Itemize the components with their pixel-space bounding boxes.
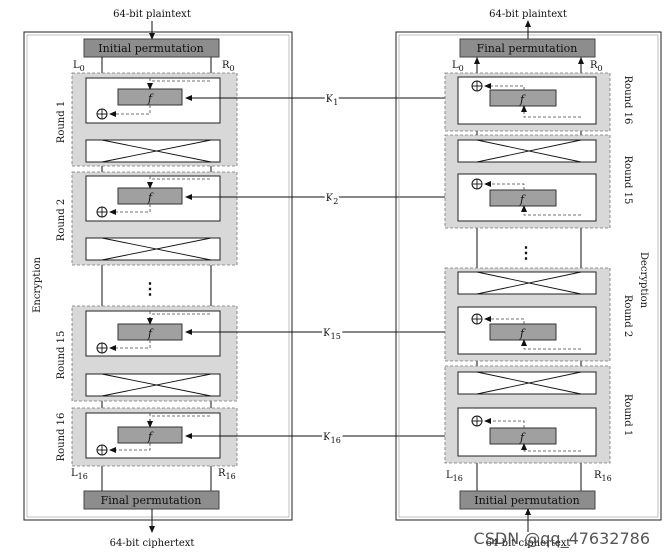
dec-round-15-label: Round 15 (622, 156, 633, 205)
svg-text:f: f (519, 193, 526, 206)
svg-text:f: f (519, 431, 526, 444)
enc-round-15-label: Round 15 (56, 331, 67, 380)
svg-text:f: f (147, 327, 154, 340)
encryption-panel: 64-bit plaintext Initial permutation L0 … (23, 9, 293, 549)
svg-text:f: f (519, 93, 526, 106)
enc-bottom-label: 64-bit ciphertext (110, 538, 195, 549)
dec-l16-label: L16 (446, 470, 463, 483)
key-lines: K1 K2 K15 K16 (185, 92, 487, 448)
dec-initial-permutation-label: Initial permutation (474, 494, 579, 507)
svg-text:f: f (147, 430, 154, 443)
dec-dots: ⋮ (518, 243, 534, 262)
enc-r16-label: R16 (218, 468, 236, 481)
key-k2: K2 (326, 193, 339, 206)
dec-final-permutation-box (459, 38, 596, 58)
enc-round-1-label: Round 1 (56, 101, 67, 143)
dec-bottom-label: 64-bit ciphertext (486, 538, 571, 549)
decryption-panel: 64-bit plaintext Final permutation L0 R0… (395, 9, 662, 549)
enc-round-2-label: Round 2 (56, 199, 67, 241)
dec-round-2-label: Round 2 (622, 295, 633, 337)
key-k16: K16 (323, 432, 341, 445)
dec-round-16-label: Round 16 (622, 76, 633, 125)
dec-side-label: Decryption (638, 252, 649, 309)
enc-top-label: 64-bit plaintext (113, 9, 191, 20)
svg-text:f: f (519, 327, 526, 340)
enc-side-label: Encryption (32, 257, 43, 313)
enc-l16-label: L16 (71, 468, 88, 481)
enc-round-16-label: Round 16 (56, 413, 67, 462)
enc-r0-label: R0 (222, 60, 235, 73)
key-k1: K1 (326, 94, 339, 107)
dec-l0-label: L0 (452, 60, 464, 73)
svg-text:f: f (147, 92, 154, 105)
key-k15: K15 (323, 328, 341, 341)
enc-initial-permutation-box (83, 38, 220, 58)
svg-text:f: f (147, 191, 154, 204)
dec-top-label: 64-bit plaintext (489, 9, 567, 20)
enc-dots: ⋮ (142, 279, 158, 298)
enc-final-permutation-label: Final permutation (101, 494, 202, 507)
enc-initial-permutation-label: Initial permutation (98, 42, 203, 55)
dec-final-permutation-label: Final permutation (477, 42, 578, 55)
dec-r16-label: R16 (594, 470, 612, 483)
enc-l0-label: L0 (73, 60, 85, 73)
watermark: CSDN @qq_47632786 (474, 529, 650, 549)
dec-round-1-label: Round 1 (622, 394, 633, 436)
dec-r0-label: R0 (590, 60, 603, 73)
